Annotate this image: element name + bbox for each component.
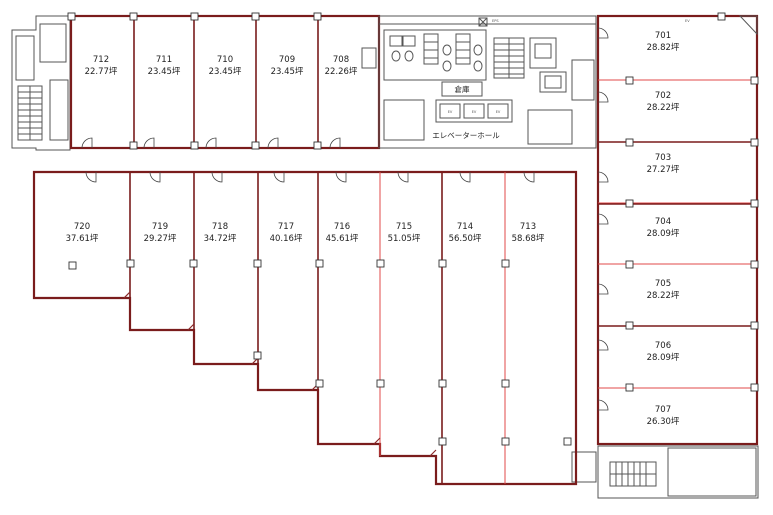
unit-701: 701 28.82坪 — [647, 31, 680, 53]
unit-706: 706 28.09坪 — [647, 341, 680, 363]
svg-text:EPS: EPS — [492, 19, 499, 23]
left-service-core — [11, 15, 71, 151]
unit-area: 45.61坪 — [326, 234, 359, 244]
unit-area: 28.22坪 — [647, 291, 680, 301]
unit-area: 28.22坪 — [647, 103, 680, 113]
unit-area: 58.68坪 — [512, 234, 545, 244]
storage-room: 倉庫 — [441, 81, 483, 97]
unit-area: 28.09坪 — [647, 353, 680, 363]
unit-number: 718 — [212, 222, 228, 232]
unit-number: 712 — [93, 55, 109, 65]
elevator-label-2: EV — [472, 110, 477, 114]
unit-number: 713 — [520, 222, 536, 232]
unit-713: 713 58.68坪 — [512, 222, 545, 244]
left-stair-icon — [17, 85, 43, 141]
unit-labels: 712 22.77坪 711 23.45坪 710 23.45坪 709 23.45坪 708 2… — [66, 31, 680, 427]
unit-area: 26.30坪 — [647, 417, 680, 427]
unit-716: 716 45.61坪 — [326, 222, 359, 244]
east-row-units — [596, 12, 759, 446]
unit-715: 715 51.05坪 — [388, 222, 421, 244]
unit-718: 718 34.72坪 — [204, 222, 237, 244]
unit-area: 34.72坪 — [204, 234, 237, 244]
unit-number: 701 — [655, 31, 671, 41]
unit-704: 704 28.09坪 — [647, 217, 680, 239]
unit-area: 27.27坪 — [647, 165, 680, 175]
top-row-units — [67, 12, 381, 150]
unit-711: 711 23.45坪 — [148, 55, 181, 77]
unit-number: 717 — [278, 222, 294, 232]
unit-area: 22.77坪 — [85, 67, 118, 77]
unit-709: 709 23.45坪 — [271, 55, 304, 77]
unit-number: 704 — [655, 217, 671, 227]
bottom-stair-icon — [609, 461, 657, 487]
unit-number: 715 — [396, 222, 412, 232]
unit-number: 706 — [655, 341, 671, 351]
unit-number: 711 — [156, 55, 172, 65]
bottom-right-service-core — [571, 445, 759, 499]
unit-707: 707 26.30坪 — [647, 405, 680, 427]
unit-717: 717 40.16坪 — [270, 222, 303, 244]
unit-area: 56.50坪 — [449, 234, 482, 244]
door-marks — [81, 27, 609, 411]
unit-number: 710 — [217, 55, 233, 65]
storage-label: 倉庫 — [455, 84, 470, 94]
unit-705: 705 28.22坪 — [647, 279, 680, 301]
unit-720: 720 37.61坪 — [66, 222, 99, 244]
unit-area: 23.45坪 — [148, 67, 181, 77]
unit-712: 712 22.77坪 — [85, 55, 118, 77]
unit-714: 714 56.50坪 — [449, 222, 482, 244]
unit-area: 28.09坪 — [647, 229, 680, 239]
unit-703: 703 27.27坪 — [647, 153, 680, 175]
elevator-label-1: EV — [448, 110, 453, 114]
unit-number: 708 — [333, 55, 349, 65]
unit-number: 709 — [279, 55, 295, 65]
restroom-area — [383, 29, 487, 81]
unit-area: 40.16坪 — [270, 234, 303, 244]
central-core: EPS EV — [378, 15, 690, 149]
unit-710: 710 23.45坪 — [209, 55, 242, 77]
unit-number: 707 — [655, 405, 671, 415]
unit-area: 37.61坪 — [66, 234, 99, 244]
unit-719: 719 29.27坪 — [144, 222, 177, 244]
svg-text:EV: EV — [685, 19, 690, 23]
elevator-bank: EV EV EV — [435, 99, 513, 123]
unit-number: 714 — [457, 222, 473, 232]
unit-area: 22.26坪 — [325, 67, 358, 77]
elevator-label-3: EV — [496, 110, 501, 114]
unit-number: 705 — [655, 279, 671, 289]
core-stair-icon — [493, 37, 525, 79]
unit-area: 51.05坪 — [388, 234, 421, 244]
unit-area: 28.82坪 — [647, 43, 680, 53]
south-row-units — [32, 170, 578, 486]
upper-elevator-shaft-icon — [529, 37, 567, 93]
unit-number: 703 — [655, 153, 671, 163]
elevator-hall-label: エレベーターホール — [432, 131, 500, 140]
unit-number: 719 — [152, 222, 168, 232]
unit-number: 720 — [74, 222, 90, 232]
unit-702: 702 28.22坪 — [647, 91, 680, 113]
unit-area: 29.27坪 — [144, 234, 177, 244]
unit-area: 23.45坪 — [209, 67, 242, 77]
unit-number: 702 — [655, 91, 671, 101]
unit-area: 23.45坪 — [271, 67, 304, 77]
unit-708: 708 22.26坪 — [325, 55, 358, 77]
unit-number: 716 — [334, 222, 350, 232]
